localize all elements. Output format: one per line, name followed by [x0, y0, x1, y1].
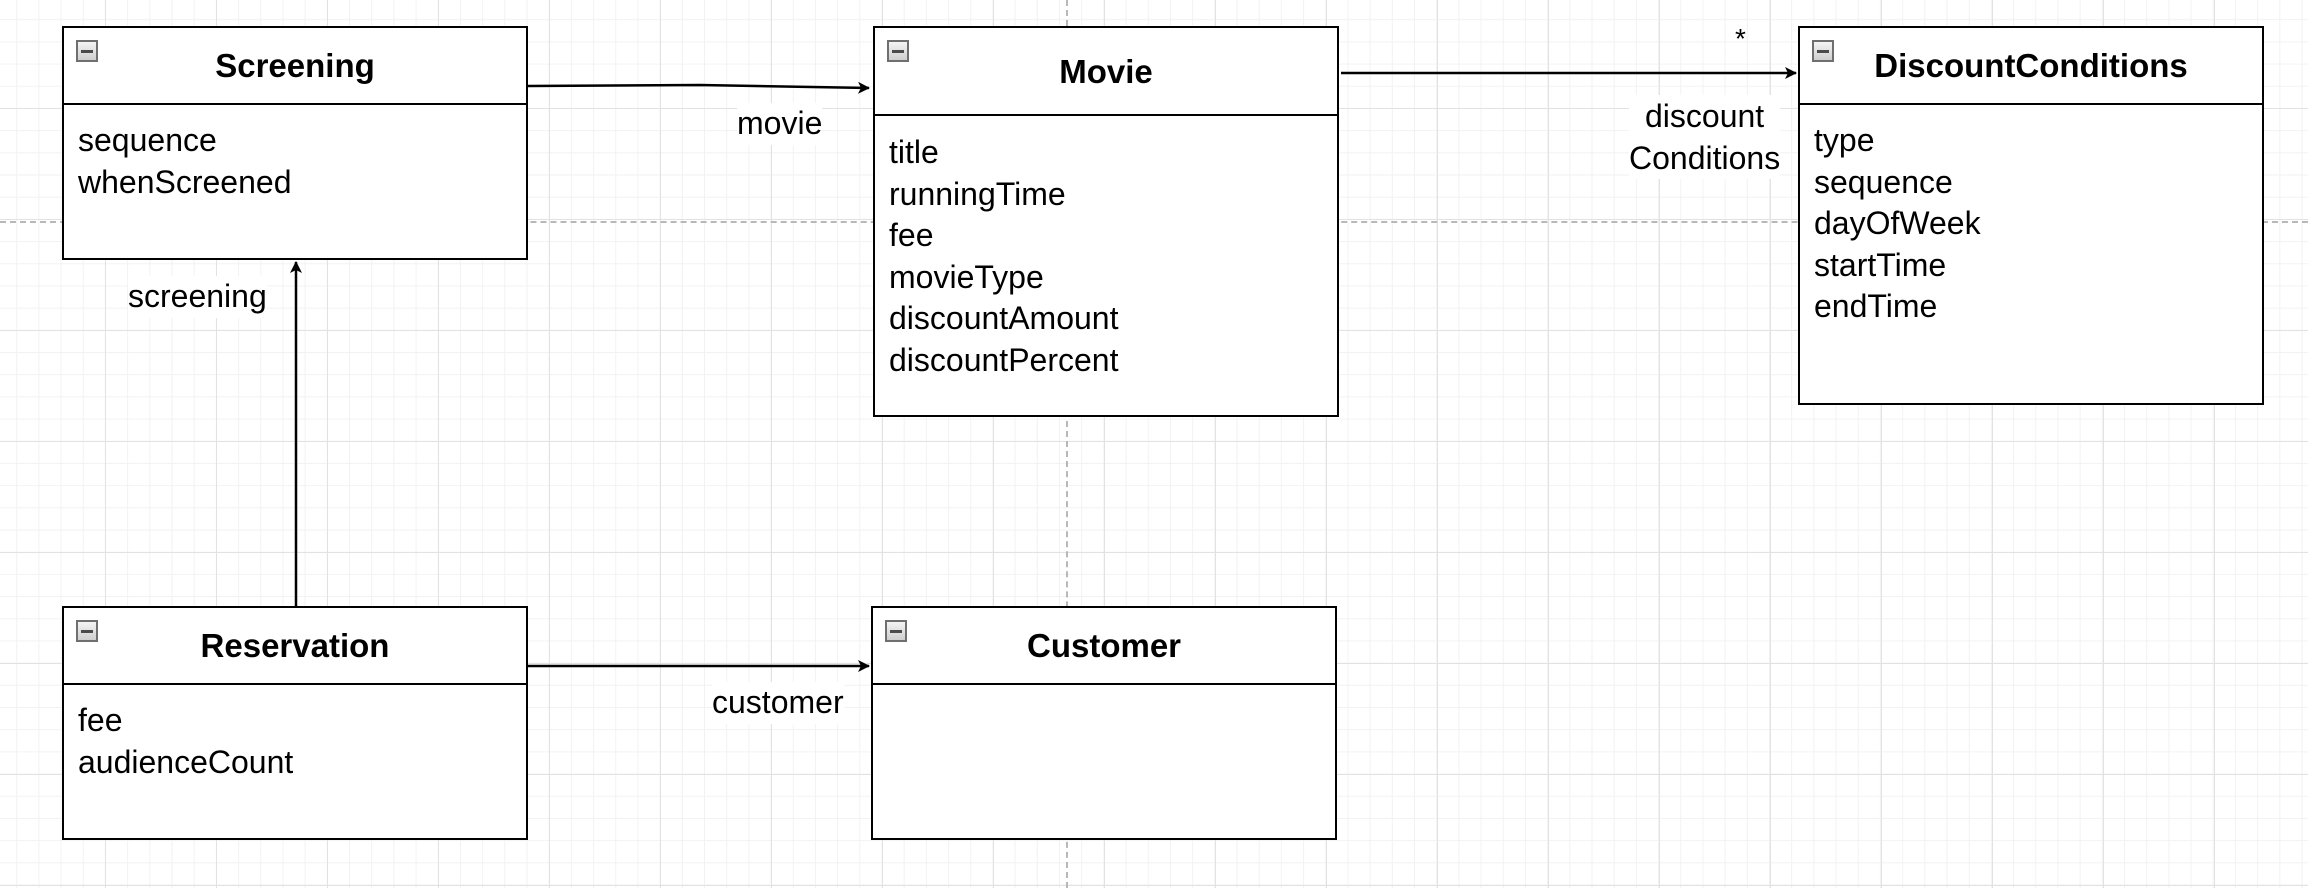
- attribute-end-time: endTime: [1814, 288, 1938, 324]
- class-discount-conditions-attributes: type sequence dayOfWeek startTime endTim…: [1800, 105, 2262, 328]
- edge-label-customer[interactable]: customer: [712, 682, 844, 724]
- class-reservation-attributes: fee audienceCount: [64, 685, 526, 783]
- collapse-icon[interactable]: [76, 620, 98, 642]
- edge-label-line-1: discount: [1645, 98, 1765, 134]
- attribute-running-time: runningTime: [889, 175, 1066, 212]
- class-customer-attributes: [873, 685, 1335, 704]
- class-screening-title: Screening: [215, 47, 375, 84]
- class-movie-title: Movie: [1059, 52, 1153, 90]
- attribute-discount-percent: discountPercent: [889, 341, 1119, 378]
- class-screening-header: Screening: [64, 28, 526, 105]
- attribute-sequence: sequence: [1814, 163, 1953, 200]
- class-discount-conditions[interactable]: DiscountConditions type sequence dayOfWe…: [1798, 26, 2264, 405]
- class-customer-header: Customer: [873, 608, 1335, 685]
- attribute-title: title: [889, 134, 939, 170]
- collapse-icon[interactable]: [885, 620, 907, 642]
- class-screening[interactable]: Screening sequence whenScreened: [62, 26, 528, 260]
- class-customer[interactable]: Customer: [871, 606, 1337, 840]
- attribute-sequence: sequence: [78, 122, 217, 158]
- class-discount-conditions-title: DiscountConditions: [1874, 47, 2188, 84]
- vertical-guide-line: [1066, 0, 1068, 888]
- class-customer-title: Customer: [1026, 627, 1182, 664]
- collapse-icon[interactable]: [1812, 40, 1834, 62]
- edge-label-discount-conditions[interactable]: discount Conditions: [1629, 95, 1781, 179]
- class-discount-conditions-header: DiscountConditions: [1800, 28, 2262, 105]
- attribute-fee: fee: [889, 217, 934, 253]
- class-reservation-title: Reservation: [200, 627, 390, 664]
- class-movie[interactable]: Movie title runningTime fee movieType di…: [873, 26, 1339, 417]
- class-screening-attributes: sequence whenScreened: [64, 105, 526, 203]
- attribute-when-screened: whenScreened: [78, 163, 292, 200]
- edge-screening-to-movie[interactable]: [527, 81, 870, 94]
- attribute-type: type: [1814, 122, 1875, 158]
- attribute-fee: fee: [78, 702, 123, 738]
- class-movie-header: Movie: [875, 28, 1337, 116]
- multiplicity-label[interactable]: *: [1735, 23, 1746, 54]
- attribute-discount-amount: discountAmount: [889, 300, 1119, 336]
- collapse-icon[interactable]: [887, 40, 909, 62]
- class-movie-attributes: title runningTime fee movieType discount…: [875, 116, 1337, 381]
- collapse-icon[interactable]: [76, 40, 98, 62]
- attribute-day-of-week: dayOfWeek: [1814, 205, 1981, 241]
- edge-label-line-2: Conditions: [1629, 140, 1781, 176]
- class-reservation-header: Reservation: [64, 608, 526, 685]
- attribute-start-time: startTime: [1814, 246, 1947, 283]
- edge-label-movie[interactable]: movie: [737, 103, 823, 145]
- class-reservation[interactable]: Reservation fee audienceCount: [62, 606, 528, 840]
- attribute-movie-type: movieType: [889, 258, 1044, 295]
- attribute-audience-count: audienceCount: [78, 743, 294, 780]
- edge-label-screening[interactable]: screening: [128, 276, 267, 318]
